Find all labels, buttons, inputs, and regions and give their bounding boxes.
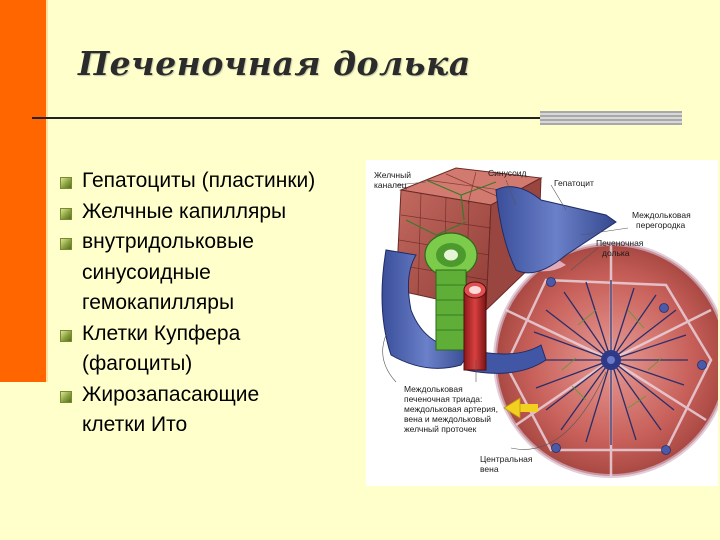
label-triad-2: печеночная триада: [404, 394, 482, 404]
bullet-item: Жирозапасающие клетки Ито [60, 380, 360, 441]
bullet-text: Жирозапасающие клетки Ито [82, 382, 260, 437]
label-sinusoid: Синусоид [488, 168, 527, 178]
bullet-item: Желчные капилляры [60, 197, 360, 228]
bullet-item: внутридольковые синусоидные гемокапилляр… [60, 227, 360, 319]
accent-bar [0, 0, 46, 382]
liver-lobule-illustration: Желчный каналец Синусоид Гепатоцит Междо… [366, 160, 718, 486]
label-triad-4: вена и междольковый [404, 414, 491, 424]
leader-lines [382, 179, 629, 450]
bullet-marker-icon [60, 177, 72, 189]
bullet-text: Желчные капилляры [82, 199, 287, 223]
figure-labels: Желчный каналец Синусоид Гепатоцит Междо… [374, 168, 691, 474]
bullet-marker-icon [60, 207, 72, 220]
bullet-text: Гепатоциты (пластинки) [82, 169, 316, 192]
bullet-list: Гепатоциты (пластинки) Желчные капилляры… [60, 166, 360, 441]
label-triad: Междольковая [404, 384, 463, 394]
label-bile-canaliculus-2: каналец [374, 180, 407, 190]
label-central-vein: Центральная [480, 454, 533, 464]
bullet-marker-icon [60, 238, 72, 250]
bullet-marker-icon [60, 390, 72, 403]
bullet-text: внутридольковые синусоидные гемокапилляр… [82, 230, 254, 314]
label-triad-3: междольковая артерия, [404, 404, 498, 414]
label-central-vein-2: вена [480, 464, 499, 474]
title-rule-strip [540, 111, 682, 125]
bullet-text: Клетки Купфера (фагоциты) [82, 321, 241, 376]
yellow-arrow-icon [503, 397, 538, 419]
title-rule [32, 117, 682, 119]
label-septum-2: перегородка [636, 220, 686, 230]
bullet-item: Гепатоциты (пластинки) [60, 166, 360, 197]
bile-ductule [424, 232, 478, 351]
label-lobule: Печеночная [596, 238, 644, 248]
slide-title: Печеночная долька [78, 44, 471, 83]
label-triad-5: желчный проточек [404, 424, 477, 434]
label-hepatocyte: Гепатоцит [554, 178, 594, 188]
accent-bar-edge [46, 0, 48, 382]
label-septum: Междольковая [632, 210, 691, 220]
bullet-marker-icon [60, 329, 72, 342]
hepatic-artery [463, 281, 487, 371]
label-lobule-2: долька [602, 248, 630, 258]
bullet-item: Клетки Купфера (фагоциты) [60, 319, 360, 380]
label-bile-canaliculus: Желчный [374, 170, 411, 180]
